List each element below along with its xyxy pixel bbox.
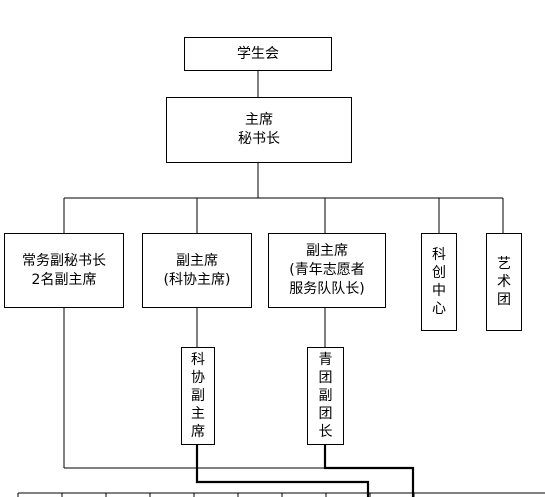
node-science-vice-chair: 科 协 副 主 席 [181, 347, 215, 445]
node-label: 主 [191, 406, 205, 422]
node-label: 艺 [497, 256, 511, 272]
node-label: 团 [318, 406, 333, 422]
node-label: 副 [191, 388, 205, 404]
node-label: 科 [191, 352, 205, 368]
node-label: (青年志愿者 [289, 262, 365, 278]
node-label: 学生会 [237, 45, 279, 62]
node-label: 席 [191, 424, 205, 440]
node-student-union: 学生会 [184, 37, 332, 71]
node-label: (科协主席) [163, 271, 231, 288]
node-label: 团 [318, 370, 333, 386]
node-label: 心 [432, 301, 446, 317]
node-innovation-center: 科 创 中 心 [421, 233, 457, 331]
connector-scivp-thick [195, 445, 370, 497]
node-art-troupe: 艺 术 团 [486, 233, 522, 331]
node-label: 协 [191, 370, 205, 386]
node-executive-deputy-secretary: 常务副秘书长 2名副主席 [4, 233, 124, 308]
node-label: 副主席 [306, 243, 348, 259]
node-label: 2名副主席 [31, 271, 97, 288]
node-label: 科 [432, 247, 446, 263]
node-label: 副 [318, 388, 333, 404]
node-label: 团 [497, 292, 511, 308]
node-label: 青 [318, 352, 333, 368]
connector-league-thick [323, 445, 415, 497]
node-label: 副主席 [176, 252, 218, 269]
node-label: 主席 [245, 112, 273, 128]
node-label: 秘书长 [238, 131, 280, 147]
node-chairman: 主席 秘书长 [166, 97, 352, 163]
node-vice-chair-science: 副主席 (科协主席) [142, 233, 252, 308]
node-youth-league-deputy: 青 团 副 团 长 [307, 347, 344, 445]
node-label: 常务副秘书长 [22, 252, 106, 269]
node-label: 中 [432, 283, 446, 299]
node-vice-chair-volunteer: 副主席 (青年志愿者 服务队队长) [268, 233, 386, 308]
node-label: 服务队队长) [289, 281, 365, 297]
node-label: 术 [497, 274, 511, 290]
node-label: 创 [432, 265, 446, 281]
node-label: 长 [318, 424, 333, 440]
